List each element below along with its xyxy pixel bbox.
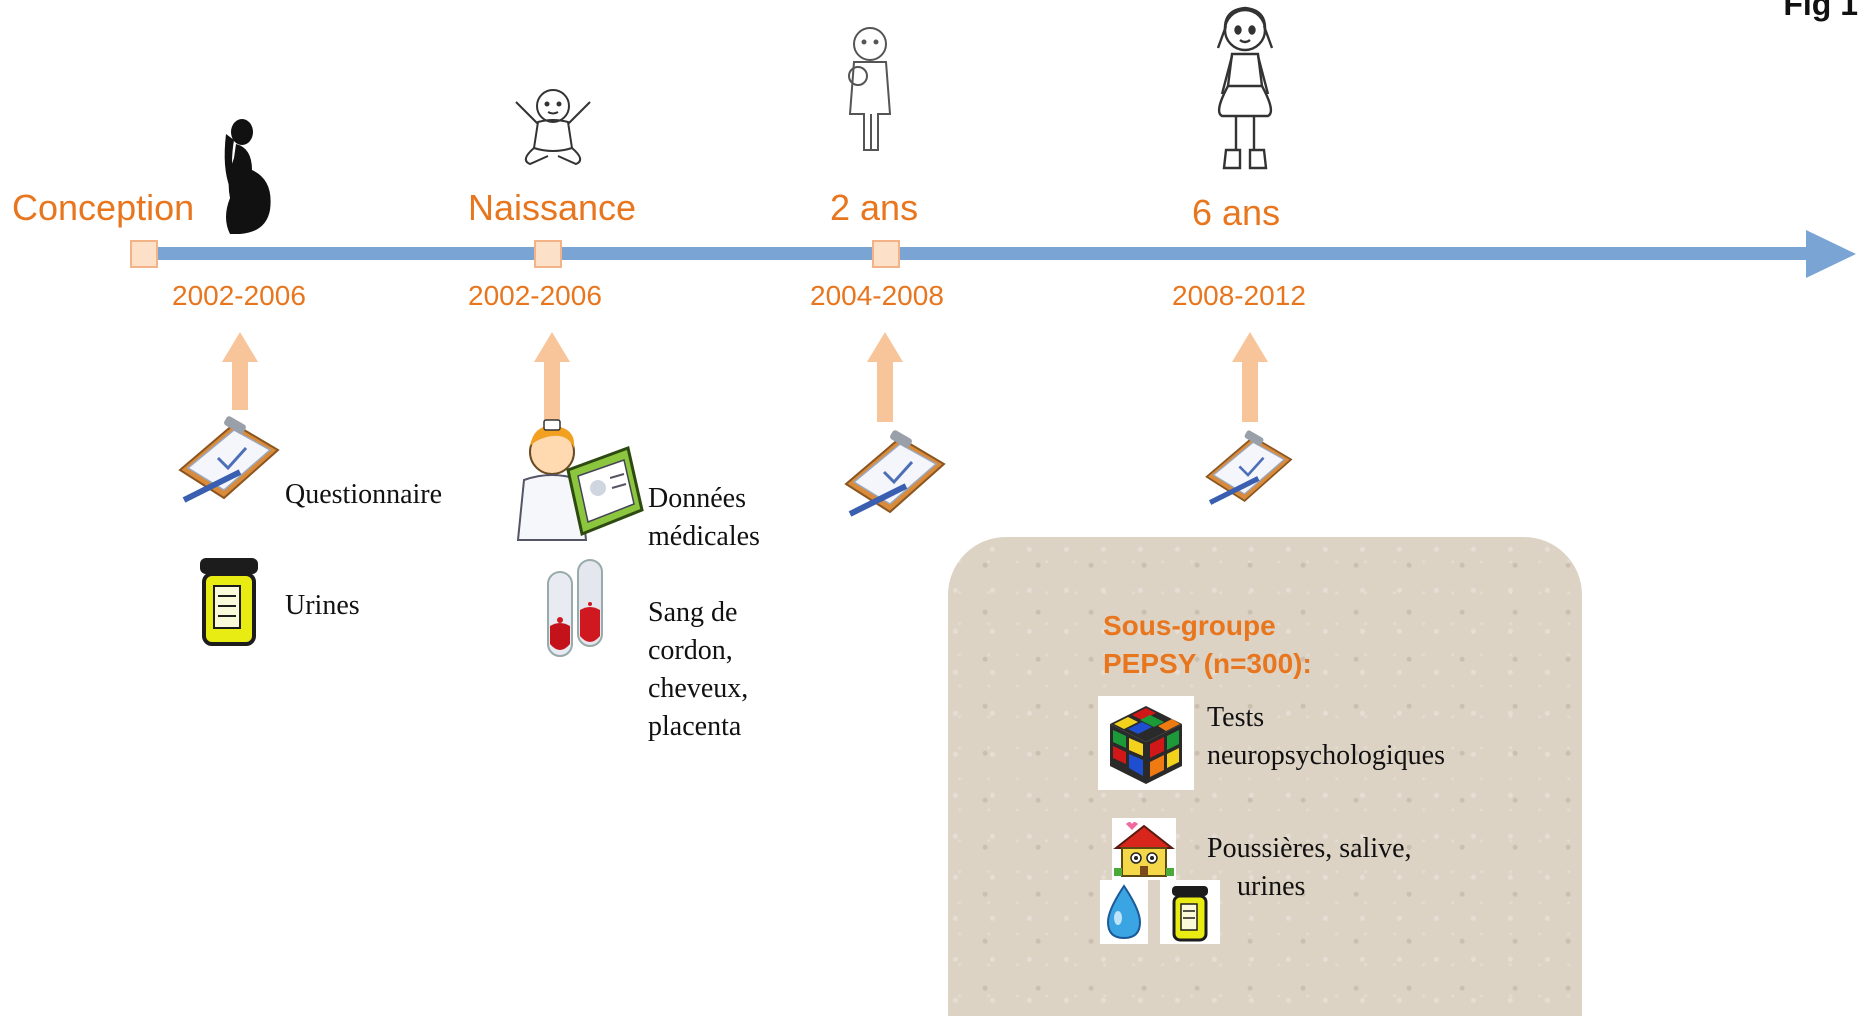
urine-container-icon (200, 558, 258, 646)
stage-label-2ans: 2 ans (830, 187, 919, 228)
stage-label-naissance: Naissance (468, 187, 637, 228)
baby-icon (515, 89, 591, 166)
questionnaire-label: Questionnaire (285, 479, 443, 510)
water-drop-icon (1100, 880, 1148, 944)
nurse-chart-icon (516, 419, 644, 541)
up-arrow-6ans (1232, 332, 1268, 422)
donnees-medicales-label: Données médicales (648, 483, 760, 552)
poussieres-label-line2: urines (1237, 871, 1306, 902)
stage-label-6ans: 6 ans (1192, 192, 1281, 233)
subgroup-title-line2: PEPSY (n=300): (1103, 648, 1312, 679)
subgroup-title-line1: Sous-groupe (1103, 610, 1276, 641)
small-urine-container-icon (1160, 880, 1220, 944)
clipboard-icon-2ans (844, 430, 946, 517)
test-tubes-icon (547, 559, 603, 657)
clipboard-icon-6ans (1205, 430, 1293, 505)
timeline-bar (130, 247, 1820, 260)
figure-label: Fig 1 (1783, 0, 1858, 22)
clipboard-icon-conception (178, 416, 280, 503)
marker-naissance (534, 240, 562, 268)
rubik-cube-icon (1098, 696, 1194, 790)
poussieres-label-line1: Poussières, salive, (1207, 833, 1412, 864)
marker-conception (130, 240, 158, 268)
date-label-2ans: 2004-2008 (810, 280, 944, 311)
stage-label-conception: Conception (12, 187, 195, 228)
tests-neuropsychologiques-label: Tests neuropsychologiques (1207, 702, 1445, 771)
up-arrow-2ans (867, 332, 903, 422)
date-label-6ans: 2008-2012 (1172, 280, 1306, 311)
urines-label: Urines (285, 590, 360, 621)
house-icon (1112, 818, 1176, 880)
girl-icon (1216, 6, 1274, 170)
toddler-icon (848, 27, 892, 151)
pregnant-woman-icon (224, 119, 271, 234)
marker-2ans (872, 240, 900, 268)
sang-cordon-label: Sang de cordon, cheveux, placenta (648, 597, 749, 742)
up-arrows (222, 332, 1268, 430)
timeline-arrowhead (1806, 230, 1856, 278)
up-arrow-naissance (534, 332, 570, 430)
up-arrow-conception (222, 332, 258, 410)
date-label-naissance: 2002-2006 (468, 280, 602, 311)
pepsy-subgroup-panel (948, 537, 1582, 1016)
date-label-conception: 2002-2006 (172, 280, 306, 311)
